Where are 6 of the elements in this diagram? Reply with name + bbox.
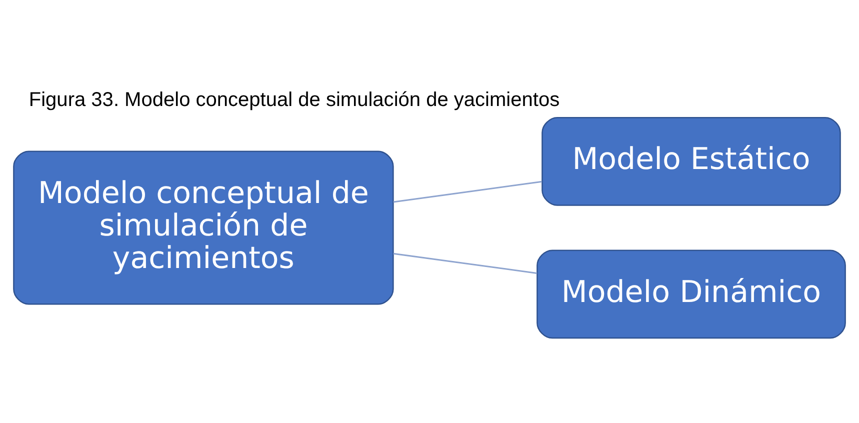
connector (393, 180, 542, 203)
node-box: Modelo Estático (542, 116, 841, 206)
node-box: Modelo Dinámico (536, 250, 846, 339)
diagram-title: Figura 33. Modelo conceptual de simulación de yacimientos (28, 89, 560, 112)
node-box: Modelo conceptual de simulación de yacimientos (13, 150, 394, 305)
connector (393, 252, 537, 274)
